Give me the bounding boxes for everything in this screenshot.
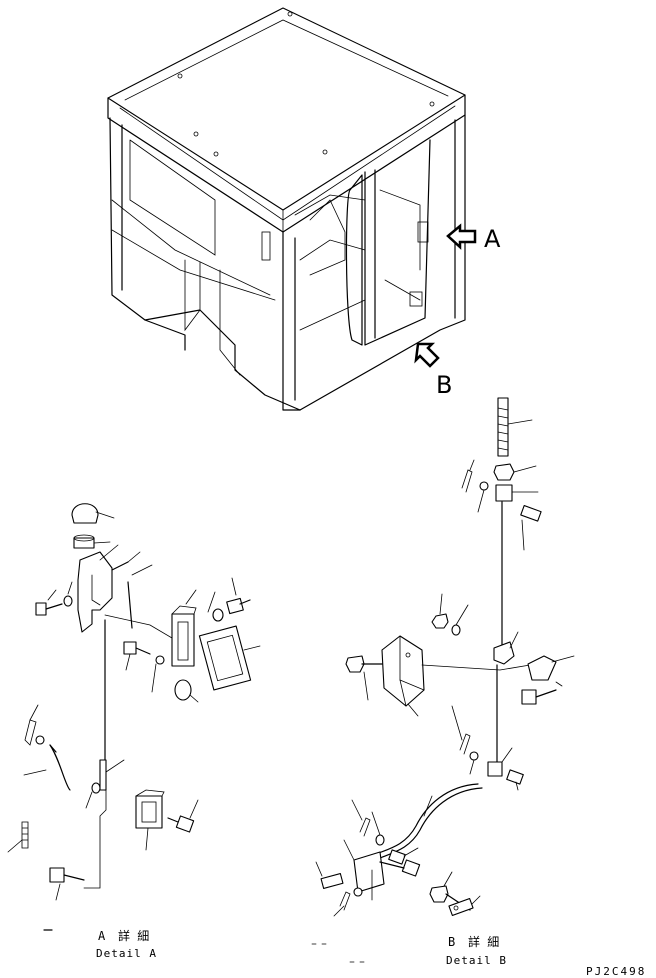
detail-b-caption: B 詳 細 Detail B [446,934,507,967]
clevis [495,484,513,502]
knob-cap [71,503,99,524]
cover-block [381,635,425,707]
bottom-bracket [353,851,385,893]
detail-b-drawing [311,397,575,963]
callout-b: B [436,371,452,399]
detail-a-caption: A 詳 細 Detail A [96,928,157,960]
callout-a: A [484,225,501,253]
block-bolt [345,655,365,673]
drawing-code: PJ2C498 [586,965,646,978]
cab-left-window [129,139,216,256]
detail-a-english: Detail A [96,947,157,960]
latch-handle [171,613,195,667]
nut [493,463,515,481]
detail-b-letter: B [448,935,455,949]
cab-door-frame [364,139,431,346]
lever-bracket [493,641,515,665]
threaded-rod [497,397,509,457]
detail-a-letter: A [98,929,106,943]
detail-a-kanji: 詳 細 [118,928,149,943]
detail-a-drawing [7,503,261,931]
detail-b-kanji: 詳 細 [468,934,499,949]
cab-assembly [107,7,466,411]
latch-catch [135,795,163,829]
view-arrow-a: A [446,223,501,253]
cab-grab-handle [345,174,363,346]
bolt [35,602,47,616]
cab-front-pillar [282,231,301,411]
bushing [73,537,95,549]
cab-right-pillar [299,114,466,411]
bolt-center [123,641,137,655]
view-arrow-b: B [414,342,452,399]
cab-roof [107,7,466,211]
lock-bracket [77,551,113,633]
trim-plate [198,625,252,691]
detail-b-english: Detail B [446,954,507,967]
lever-arm [49,744,71,791]
